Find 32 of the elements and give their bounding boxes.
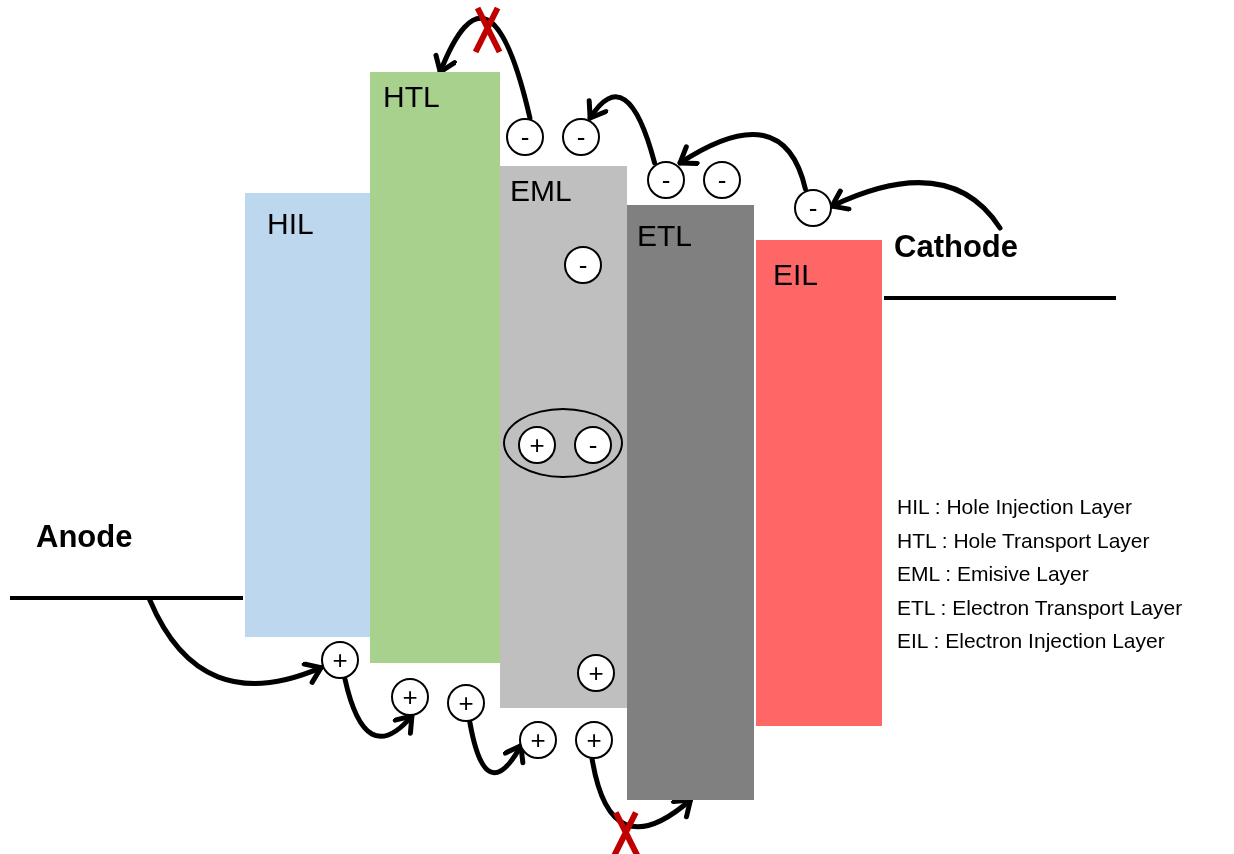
layer-bar bbox=[756, 240, 882, 726]
hole-circle: + bbox=[575, 721, 613, 759]
electron-circle: - bbox=[647, 161, 685, 199]
hole-circle: + bbox=[391, 678, 429, 716]
layer-label: HTL bbox=[383, 80, 440, 114]
electron-circle: - bbox=[506, 118, 544, 156]
electron-circle: - bbox=[794, 189, 832, 227]
hole-circle: + bbox=[577, 654, 615, 692]
layer-bar bbox=[500, 166, 627, 708]
exciton-ellipse bbox=[503, 408, 623, 478]
legend-text: HTL : Hole Transport Layer bbox=[897, 527, 1150, 554]
electrode-label: Cathode bbox=[894, 228, 1018, 266]
electron-circle: - bbox=[562, 118, 600, 156]
electrode-label: Anode bbox=[36, 518, 133, 556]
electron-circle: - bbox=[574, 426, 612, 464]
legend-text: EIL : Electron Injection Layer bbox=[897, 628, 1165, 654]
legend-text: HIL : Hole Injection Layer bbox=[897, 494, 1132, 520]
layer-label: HIL bbox=[267, 207, 314, 241]
electron-circle: - bbox=[564, 246, 602, 284]
layer-bar bbox=[627, 205, 754, 800]
layer-label: EIL bbox=[773, 258, 819, 292]
electron-circle: - bbox=[703, 161, 741, 199]
hole-circle: + bbox=[447, 684, 485, 722]
hole-circle: + bbox=[519, 721, 557, 759]
legend-text: ETL : Electron Transport Layer bbox=[897, 594, 1183, 621]
legend-text: EML : Emisive Layer bbox=[897, 561, 1089, 587]
layer-bar bbox=[370, 72, 500, 663]
layer-label: ETL bbox=[637, 219, 693, 253]
layer-label: EML bbox=[510, 174, 572, 208]
layer-bar bbox=[245, 193, 370, 637]
hole-circle: + bbox=[518, 426, 556, 464]
hole-circle: + bbox=[321, 641, 359, 679]
